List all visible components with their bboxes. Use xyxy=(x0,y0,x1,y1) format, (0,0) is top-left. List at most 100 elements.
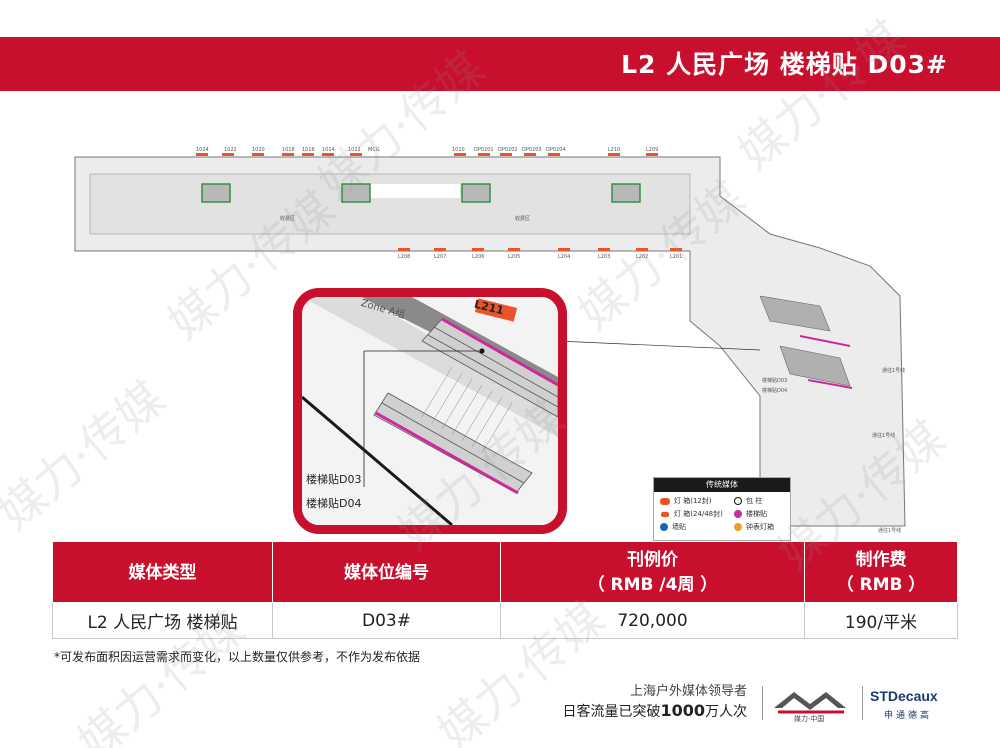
legend: 传统媒体 灯 箱(12封) 包 柱 灯 箱(24/48封) 楼梯贴 墙贴 钟表灯… xyxy=(653,477,791,541)
zoom-callout: L211 Zone A组 楼梯贴D03 楼梯贴D04 xyxy=(293,288,567,534)
legend-item-label: 楼梯贴 xyxy=(746,510,767,518)
legend-item-label: 墙贴 xyxy=(672,523,686,531)
page-title: L2 人民广场 楼梯贴 D03# xyxy=(621,50,948,79)
escalator-block xyxy=(201,183,231,203)
legend-item-label: 钟表灯箱 xyxy=(746,523,774,531)
slogan-line2: 日客流量已突破1000万人次 xyxy=(562,701,747,721)
escalator-upper xyxy=(421,317,558,418)
callout-leader-line xyxy=(556,340,761,351)
cell-price: 720,000 xyxy=(500,602,805,639)
header-bar xyxy=(0,37,1000,91)
column-header-media-id: 媒体位编号 xyxy=(272,541,501,603)
footer-divider xyxy=(762,686,763,720)
code-label: DP0204 xyxy=(546,147,566,153)
pillar-icon xyxy=(734,497,742,505)
media-pricing-table: 媒体类型 媒体位编号 刊例价 （ RMB /4周 ） 制作费 （ RMB ） L… xyxy=(52,541,958,639)
legend-item: 楼梯贴 xyxy=(734,509,796,519)
stair-sticker-icon xyxy=(734,510,742,518)
exit-label: 通往1号线 xyxy=(872,432,895,439)
concourse-outline xyxy=(74,156,906,527)
code-label: 1012 xyxy=(348,147,361,153)
legend-item: 灯 箱(24/48封) xyxy=(660,509,734,519)
lightbox-icon xyxy=(660,497,670,505)
top-lightbox-markers xyxy=(196,153,658,156)
footer-slogan: 上海户外媒体领导者 日客流量已突破1000万人次 xyxy=(562,683,747,721)
code-label: DP0201 xyxy=(474,147,494,153)
l211-badge xyxy=(474,298,518,322)
legend-title: 传统媒体 xyxy=(654,478,790,492)
column-header-price: 刊例价 （ RMB /4周 ） xyxy=(500,541,805,603)
cell-production-fee: 190/平米 xyxy=(804,602,958,639)
fare-zone-label: 收费区 xyxy=(515,215,530,222)
lightbox-large-icon xyxy=(660,510,670,518)
legend-item-label: 灯 箱(12封) xyxy=(674,497,712,505)
slogan-suffix: 万人次 xyxy=(705,704,747,720)
zoom-drawing xyxy=(302,297,558,525)
pointer-dot xyxy=(479,348,485,354)
clock-lightbox-icon xyxy=(734,523,742,531)
code-label: L208 xyxy=(398,254,410,260)
legend-item: 灯 箱(12封) xyxy=(660,496,734,506)
bottom-lightbox-markers xyxy=(398,248,682,251)
callout-stair-d03-label: 楼梯贴D03 xyxy=(306,473,362,486)
exit-label: 通往1号线 xyxy=(878,527,901,534)
legend-item-label: 灯 箱(24/48封) xyxy=(674,510,723,518)
code-label: 1010 xyxy=(452,147,465,153)
legend-item: 包 柱 xyxy=(734,496,796,506)
code-label: 1020 xyxy=(252,147,265,153)
legend-item: 钟表灯箱 xyxy=(734,522,796,532)
code-label: L204 xyxy=(558,254,570,260)
right-wing-escalators xyxy=(759,295,853,389)
stdecaux-logo-sub: 申通德高 xyxy=(884,711,933,721)
column-header-production-fee: 制作费 （ RMB ） xyxy=(804,541,958,603)
stair-treads xyxy=(421,366,513,454)
code-label: DP0202 xyxy=(498,147,518,153)
code-label: L209 xyxy=(646,147,658,153)
legend-item-label: 包 柱 xyxy=(746,497,763,505)
footnote: *可发布面积因运营需求而变化，以上数量仅供参考，不作为发布依据 xyxy=(54,650,421,664)
code-label: L205 xyxy=(508,254,520,260)
footer-divider xyxy=(862,686,863,720)
slogan-prefix: 日客流量已突破 xyxy=(562,704,661,720)
code-label: 1014 xyxy=(322,147,335,153)
mediacharm-logo-text: 媒力·中国 xyxy=(794,715,825,723)
code-label: 1016 xyxy=(302,147,315,153)
code-label: L203 xyxy=(598,254,610,260)
fare-zone-area xyxy=(89,173,691,235)
stdecaux-logo-name: STDecaux xyxy=(870,688,938,704)
legend-item: 墙贴 xyxy=(660,522,734,532)
cell-media-id: D03# xyxy=(272,602,501,639)
code-label: L210 xyxy=(608,147,620,153)
slogan-number: 1000 xyxy=(660,701,705,720)
table-header-row: 媒体类型 媒体位编号 刊例价 （ RMB /4周 ） 制作费 （ RMB ） xyxy=(52,541,958,603)
code-label: L206 xyxy=(472,254,484,260)
station-floor-plan: 1024 1022 1020 1018 1016 1014 1012 MCG 1… xyxy=(0,96,1000,546)
floor-plan-drawing: 1024 1022 1020 1018 1016 1014 1012 MCG 1… xyxy=(74,147,906,534)
mediacharm-logo-mark xyxy=(774,692,846,714)
code-label: 1024 xyxy=(196,147,209,153)
stair-sticker-d03-label: 楼梯贴D03 xyxy=(762,377,787,384)
bottom-code-labels: L208 L207 L206 L205 L204 L203 L202 L201 xyxy=(398,254,682,260)
corridor xyxy=(370,184,460,198)
callout-stair-d04-label: 楼梯贴D04 xyxy=(306,497,362,510)
escalator-block xyxy=(461,183,491,203)
wall-line xyxy=(302,395,453,525)
code-label: DP0203 xyxy=(522,147,542,153)
code-label: L201 xyxy=(670,254,682,260)
escalator-block xyxy=(341,183,371,203)
code-label: 1022 xyxy=(224,147,237,153)
column-header-media-type: 媒体类型 xyxy=(52,541,273,603)
cell-media-type: L2 人民广场 楼梯贴 xyxy=(52,602,273,639)
escalator-lower xyxy=(373,392,533,495)
slogan-line1: 上海户外媒体领导者 xyxy=(629,684,747,699)
code-label: MCG xyxy=(368,147,380,153)
mediacharm-logo: 媒力·中国 xyxy=(766,684,856,724)
code-label: L207 xyxy=(434,254,446,260)
top-code-labels: 1024 1022 1020 1018 1016 1014 1012 MCG 1… xyxy=(196,147,658,153)
code-label: 1018 xyxy=(282,147,295,153)
fare-zone-label: 收费区 xyxy=(280,215,295,222)
escalator-block xyxy=(611,183,641,203)
wall-sticker-icon xyxy=(660,523,668,531)
escalator-group xyxy=(201,183,641,203)
stair-sticker-d04-label: 楼梯贴D04 xyxy=(762,387,787,394)
